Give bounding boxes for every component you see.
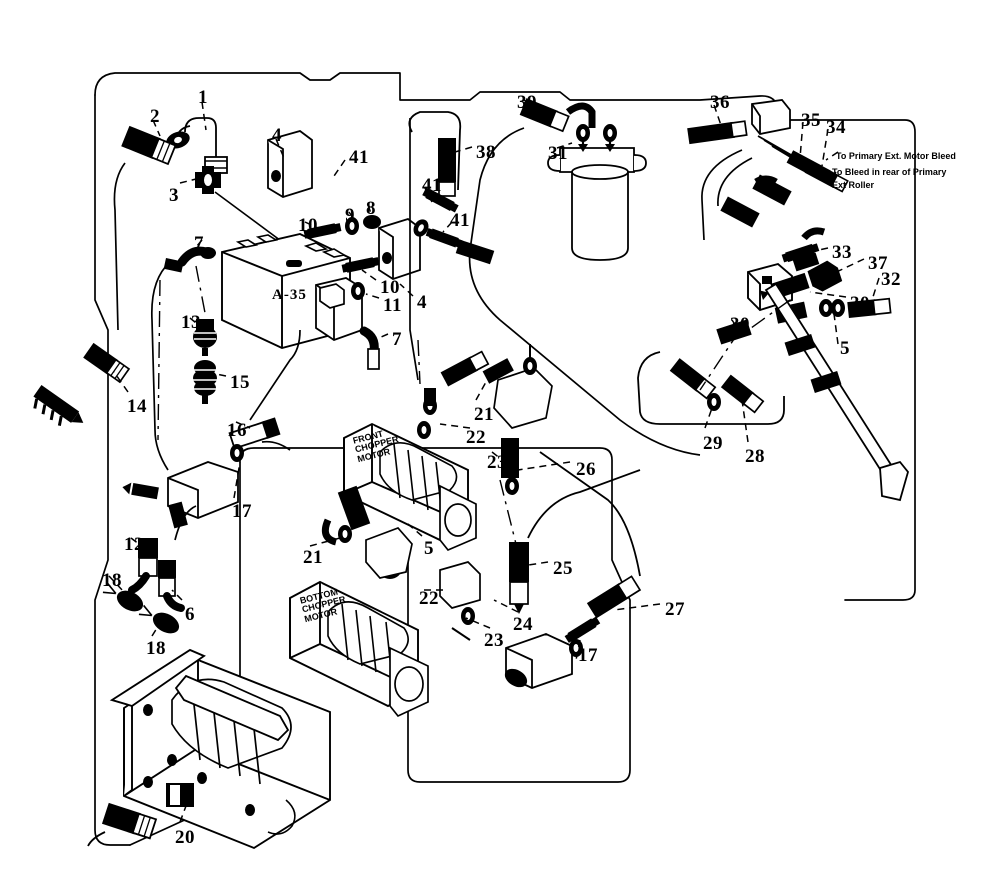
callout-4: 4 (272, 125, 282, 146)
note-bleed-rear-primary-2: Ext Roller (832, 180, 875, 190)
callout-10: 10 (380, 277, 400, 298)
callout-15: 15 (230, 372, 250, 393)
callout-4: 4 (417, 292, 427, 313)
callout-13: 13 (181, 312, 201, 333)
callout-27: 27 (665, 599, 685, 620)
callout-1: 1 (198, 87, 208, 108)
callout-2: 2 (150, 106, 160, 127)
callout-26: 26 (576, 459, 596, 480)
callout-24: 24 (513, 614, 533, 635)
callout-5: 5 (424, 538, 434, 559)
callout-16: 16 (227, 420, 247, 441)
callout-30: 30 (730, 314, 750, 335)
callout-5: 5 (840, 338, 850, 359)
callout-25: 25 (553, 558, 573, 579)
callout-18: 18 (102, 570, 122, 591)
callout-28: 28 (745, 446, 765, 467)
callout-20: 20 (175, 827, 195, 848)
callout-41: 41 (450, 210, 470, 231)
callout-3: 3 (169, 185, 179, 206)
callout-36: 36 (710, 92, 730, 113)
callout-17: 17 (232, 501, 252, 522)
callout-7: 7 (194, 233, 204, 254)
callout-39: 39 (517, 92, 537, 113)
callout-17: 17 (578, 645, 598, 666)
callout-29: 29 (703, 433, 723, 454)
callout-33: 33 (832, 242, 852, 263)
callout-31: 31 (548, 143, 568, 164)
note-bleed-rear-primary-1: To Bleed in rear of Primary (832, 167, 947, 177)
callout-37: 37 (868, 253, 888, 274)
callout-41: 41 (349, 147, 369, 168)
callout-32: 32 (881, 269, 901, 290)
callout-11: 11 (383, 295, 402, 316)
callout-41: 41 (422, 175, 442, 196)
label-a35: A-35 (272, 287, 307, 303)
callout-14: 14 (127, 396, 147, 417)
callout-7: 7 (392, 329, 402, 350)
callout-21: 21 (474, 404, 494, 425)
callout-22: 22 (419, 588, 439, 609)
callout-6: 6 (185, 604, 195, 625)
note-primary-ext-motor-bleed: To Primary Ext. Motor Bleed (836, 151, 956, 161)
callout-8: 8 (366, 198, 376, 219)
callout-30: 30 (850, 293, 870, 314)
callout-38: 38 (476, 142, 496, 163)
callout-21: 21 (303, 547, 323, 568)
callout-35: 35 (801, 110, 821, 131)
callout-22: 22 (466, 427, 486, 448)
callout-34: 34 (826, 117, 846, 138)
callout-23: 23 (484, 630, 504, 651)
callout-18: 18 (146, 638, 166, 659)
callout-23: 23 (487, 452, 507, 473)
callout-12: 12 (124, 534, 144, 555)
callout-9: 9 (345, 205, 355, 226)
callout-10: 10 (298, 215, 318, 236)
